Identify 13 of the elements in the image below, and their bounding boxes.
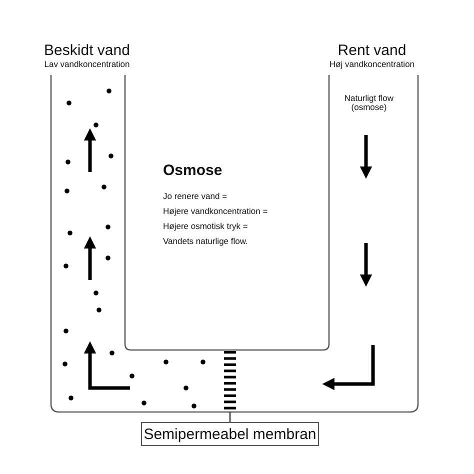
membrane [224,350,236,412]
text-label: Lav vandkoncentration [44,60,130,70]
text-label: Højere vandkoncentration = [163,207,268,216]
text-label: Høj vandkoncentration [329,60,415,70]
leader-line [229,412,231,422]
label-box: Semipermeabel membran [141,422,319,446]
text-label: Vandets naturlige flow. [163,237,248,246]
title: Osmose [163,163,222,180]
text-label: Højere osmotisk tryk = [163,222,248,232]
text-label: Naturligt flow (osmose) [343,94,395,113]
text-label: Rent vand [338,43,406,60]
text-label: Beskidt vand [44,43,130,60]
text-label: Jo renere vand = [163,192,228,202]
